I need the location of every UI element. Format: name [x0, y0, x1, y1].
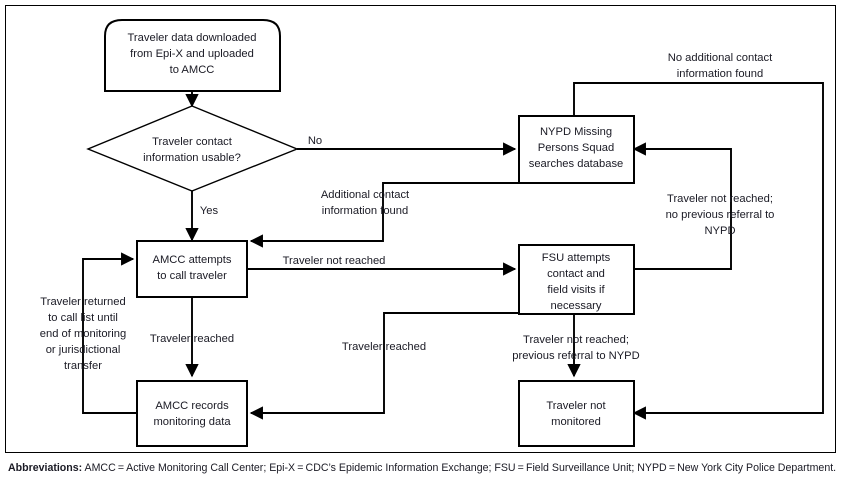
- fsu-label-line-2: contact and: [547, 268, 605, 280]
- fsu-label-line-1: FSU attempts: [542, 252, 611, 264]
- not-monitored-label-line-2: monitored: [551, 416, 601, 428]
- node-fsu[interactable]: FSU attempts contact and field visits if…: [518, 244, 635, 315]
- edge-label-not-reached-previous-referral-line-1: Traveler not reached;: [523, 334, 629, 346]
- edge-label-additional-contact-line-2: information found: [322, 205, 408, 217]
- edge-label-traveler-returned-line-5: transfer: [64, 360, 102, 372]
- amcc-records-shape: [136, 380, 248, 447]
- edge-label-additional-contact-line-1: Additional contact: [321, 189, 410, 201]
- edge-label-traveler-returned-line-2: to call list until: [48, 312, 118, 324]
- edge-label-not-reached-no-referral-line-1: Traveler not reached;: [667, 193, 773, 205]
- flowchart-frame: Traveler data downloaded from Epi-X and …: [5, 5, 836, 453]
- not-monitored-shape: [518, 380, 635, 447]
- edge-label-traveler-returned-line-4: or jurisdictional: [46, 344, 121, 356]
- edge-amcc-records-to-amcc-attempts: [82, 252, 137, 414]
- amcc-records-label-line-1: AMCC records: [155, 400, 229, 412]
- edge-label-traveler-reached-mid: Traveler reached: [342, 341, 426, 353]
- decision-label-line-1: Traveler contact: [152, 136, 233, 148]
- edge-label-not-reached-no-referral-line-2: no previous referral to: [666, 209, 775, 221]
- edge-label-not-reached-no-referral-line-3: NYPD: [704, 225, 735, 237]
- edge-label-no-additional-contact-line-1: No additional contact: [668, 52, 773, 64]
- edge-label-yes-line-1: Yes: [200, 205, 219, 217]
- node-amcc-records[interactable]: AMCC records monitoring data: [136, 380, 248, 447]
- flowchart-svg: Traveler data downloaded from Epi-X and …: [40, 19, 824, 447]
- edge-label-traveler-not-reached: Traveler not reached: [283, 255, 386, 267]
- fsu-label-line-3: field visits if: [547, 284, 605, 296]
- edge-label-traveler-returned-line-1: Traveler returned: [40, 296, 125, 308]
- nypd-shape: [518, 115, 635, 184]
- edge-label-no-additional-contact-line-2: information found: [677, 68, 763, 80]
- edge-label-no-additional-contact: No additional contact information found: [668, 52, 773, 80]
- edge-label-no-line-1: No: [308, 135, 322, 147]
- nypd-label-line-1: NYPD Missing: [540, 126, 612, 138]
- edge-label-traveler-not-reached-line-1: Traveler not reached: [283, 255, 386, 267]
- node-start[interactable]: Traveler data downloaded from Epi-X and …: [104, 19, 281, 92]
- nypd-label-line-2: Persons Squad: [538, 142, 615, 154]
- start-label-line-2: from Epi-X and uploaded: [130, 48, 254, 60]
- edge-fsu-to-nypd: [629, 142, 732, 270]
- node-nypd[interactable]: NYPD Missing Persons Squad searches data…: [518, 115, 635, 184]
- abbreviations-text: AMCC = Active Monitoring Call Center; Ep…: [82, 462, 837, 474]
- node-amcc-attempts[interactable]: AMCC attempts to call traveler: [136, 240, 248, 298]
- edge-label-traveler-reached-left: Traveler reached: [150, 333, 234, 345]
- abbreviations-label: Abbreviations:: [8, 462, 83, 474]
- edge-fsu-to-amcc-records: [249, 312, 520, 420]
- fsu-shape: [518, 244, 635, 315]
- start-label-line-1: Traveler data downloaded: [128, 32, 257, 44]
- edge-label-additional-contact: Additional contact information found: [321, 189, 410, 217]
- node-not-monitored[interactable]: Traveler not monitored: [518, 380, 635, 447]
- node-decision[interactable]: Traveler contact information usable?: [86, 105, 299, 192]
- nypd-label-line-3: searches database: [529, 158, 624, 170]
- fsu-label-line-4: necessary: [551, 300, 602, 312]
- amcc-attempts-shape: [136, 240, 248, 298]
- edge-label-not-reached-previous-referral: Traveler not reached; previous referral …: [512, 334, 639, 362]
- start-label-line-3: to AMCC: [170, 64, 215, 76]
- edge-label-not-reached-previous-referral-line-2: previous referral to NYPD: [512, 350, 639, 362]
- decision-shape: [86, 105, 299, 192]
- edge-label-no: No: [308, 135, 322, 147]
- abbreviations-footnote: Abbreviations: AMCC = Active Monitoring …: [8, 462, 838, 475]
- edge-nypd-to-amcc-attempts: [249, 182, 520, 248]
- edge-label-traveler-returned: Traveler returned to call list until end…: [40, 296, 126, 372]
- edge-label-not-reached-no-referral: Traveler not reached; no previous referr…: [666, 193, 775, 237]
- not-monitored-label-line-1: Traveler not: [546, 400, 606, 412]
- edge-label-traveler-reached-mid-line-1: Traveler reached: [342, 341, 426, 353]
- edge-label-yes: Yes: [200, 205, 219, 217]
- edge-label-traveler-returned-line-3: end of monitoring: [40, 328, 126, 340]
- start-shape: [104, 19, 281, 92]
- amcc-records-label-line-2: monitoring data: [153, 416, 231, 428]
- connector-layer: [82, 82, 824, 420]
- edge-label-traveler-reached-left-line-1: Traveler reached: [150, 333, 234, 345]
- amcc-attempts-label-line-1: AMCC attempts: [153, 254, 232, 266]
- amcc-attempts-label-line-2: to call traveler: [157, 270, 227, 282]
- edge-nypd-to-not-monitored: [573, 82, 824, 420]
- decision-label-line-2: information usable?: [143, 152, 241, 164]
